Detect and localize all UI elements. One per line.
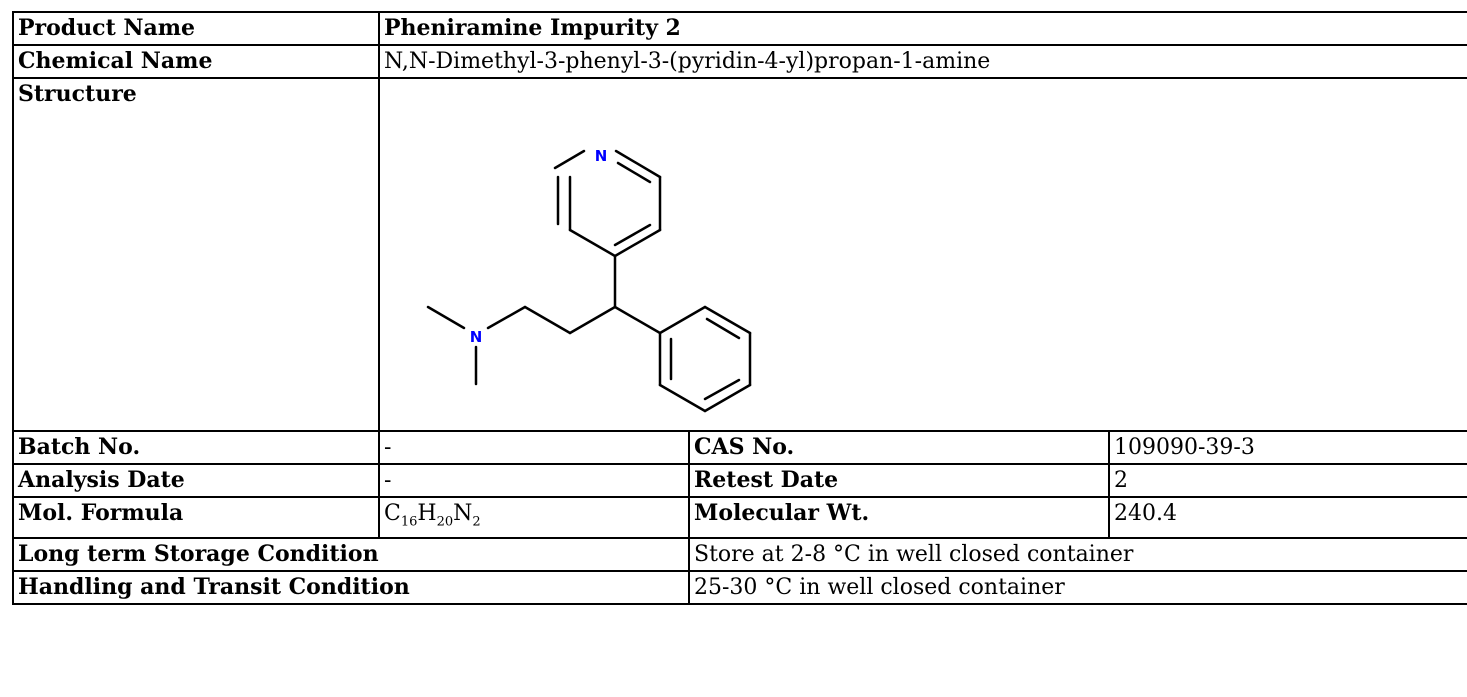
formula-c-count: 16 [400, 514, 418, 530]
molecular-wt-value: 240.4 [1107, 495, 1467, 540]
mol-formula-value: C16H20N2 [378, 495, 690, 540]
storage-value: Store at 2-8 °C in well closed container [687, 537, 1467, 573]
bond [616, 161, 652, 184]
retest-date-value: 2 [1107, 463, 1467, 498]
batch-no-label: Batch No. [12, 430, 380, 465]
batch-no-value: - [378, 430, 690, 465]
chemical-name-label: Chemical Name [12, 44, 380, 79]
product-name-value: Pheniramine Impurity 2 [377, 11, 1467, 46]
formula-n-count: 2 [472, 514, 481, 530]
bond [523, 305, 572, 335]
handling-label: Handling and Transit Condition [12, 570, 690, 606]
bond [613, 228, 662, 258]
cas-no-value: 109090-39-3 [1107, 430, 1467, 465]
formula-h: H [417, 501, 437, 526]
row-product-name: Product Name Pheniramine Impurity 2 [12, 11, 1467, 46]
formula-n: N [453, 501, 473, 526]
storage-label: Long term Storage Condition [12, 537, 690, 573]
bond [568, 305, 617, 335]
bond [703, 383, 752, 413]
bond [613, 223, 652, 247]
formula-c: C [384, 501, 401, 526]
coa-table: Product Name Pheniramine Impurity 2 Chem… [12, 11, 1467, 606]
bond [705, 317, 741, 340]
row-handling: Handling and Transit Condition 25-30 °C … [12, 570, 1467, 606]
row-chemical-name: Chemical Name N,N-Dimethyl-3-phenyl-3-(p… [12, 44, 1467, 79]
structure-cell: N N [377, 77, 1467, 432]
row-structure: Structure [12, 77, 1467, 432]
row-formula-weight: Mol. Formula C16H20N2 Molecular Wt. 240.… [12, 495, 1467, 540]
product-name-label: Product Name [12, 11, 380, 46]
bond [703, 378, 741, 401]
mol-formula-label: Mol. Formula [12, 495, 380, 540]
bond [426, 305, 466, 330]
molecular-wt-label: Molecular Wt. [688, 495, 1110, 540]
bond [486, 305, 527, 330]
analysis-date-value: - [378, 463, 690, 498]
pyridine-nitrogen-atom: N [595, 147, 608, 165]
bond [658, 383, 707, 413]
amine-nitrogen-atom: N [470, 328, 483, 346]
row-dates: Analysis Date - Retest Date 2 [12, 463, 1467, 498]
bond [553, 149, 586, 170]
bond [614, 149, 662, 179]
retest-date-label: Retest Date [688, 463, 1110, 498]
structure-label: Structure [12, 77, 380, 432]
formula-h-count: 20 [436, 514, 454, 530]
bond [568, 228, 617, 258]
bond [613, 305, 662, 335]
bond [703, 305, 752, 335]
analysis-date-label: Analysis Date [12, 463, 380, 498]
row-storage: Long term Storage Condition Store at 2-8… [12, 537, 1467, 573]
handling-value: 25-30 °C in well closed container [687, 570, 1467, 606]
chemical-name-value: N,N-Dimethyl-3-phenyl-3-(pyridin-4-yl)pr… [377, 44, 1467, 79]
cas-no-label: CAS No. [688, 430, 1110, 465]
bond [658, 305, 707, 335]
structure-drawing: N N [426, 147, 752, 413]
row-batch-cas: Batch No. - CAS No. 109090-39-3 [12, 430, 1467, 465]
